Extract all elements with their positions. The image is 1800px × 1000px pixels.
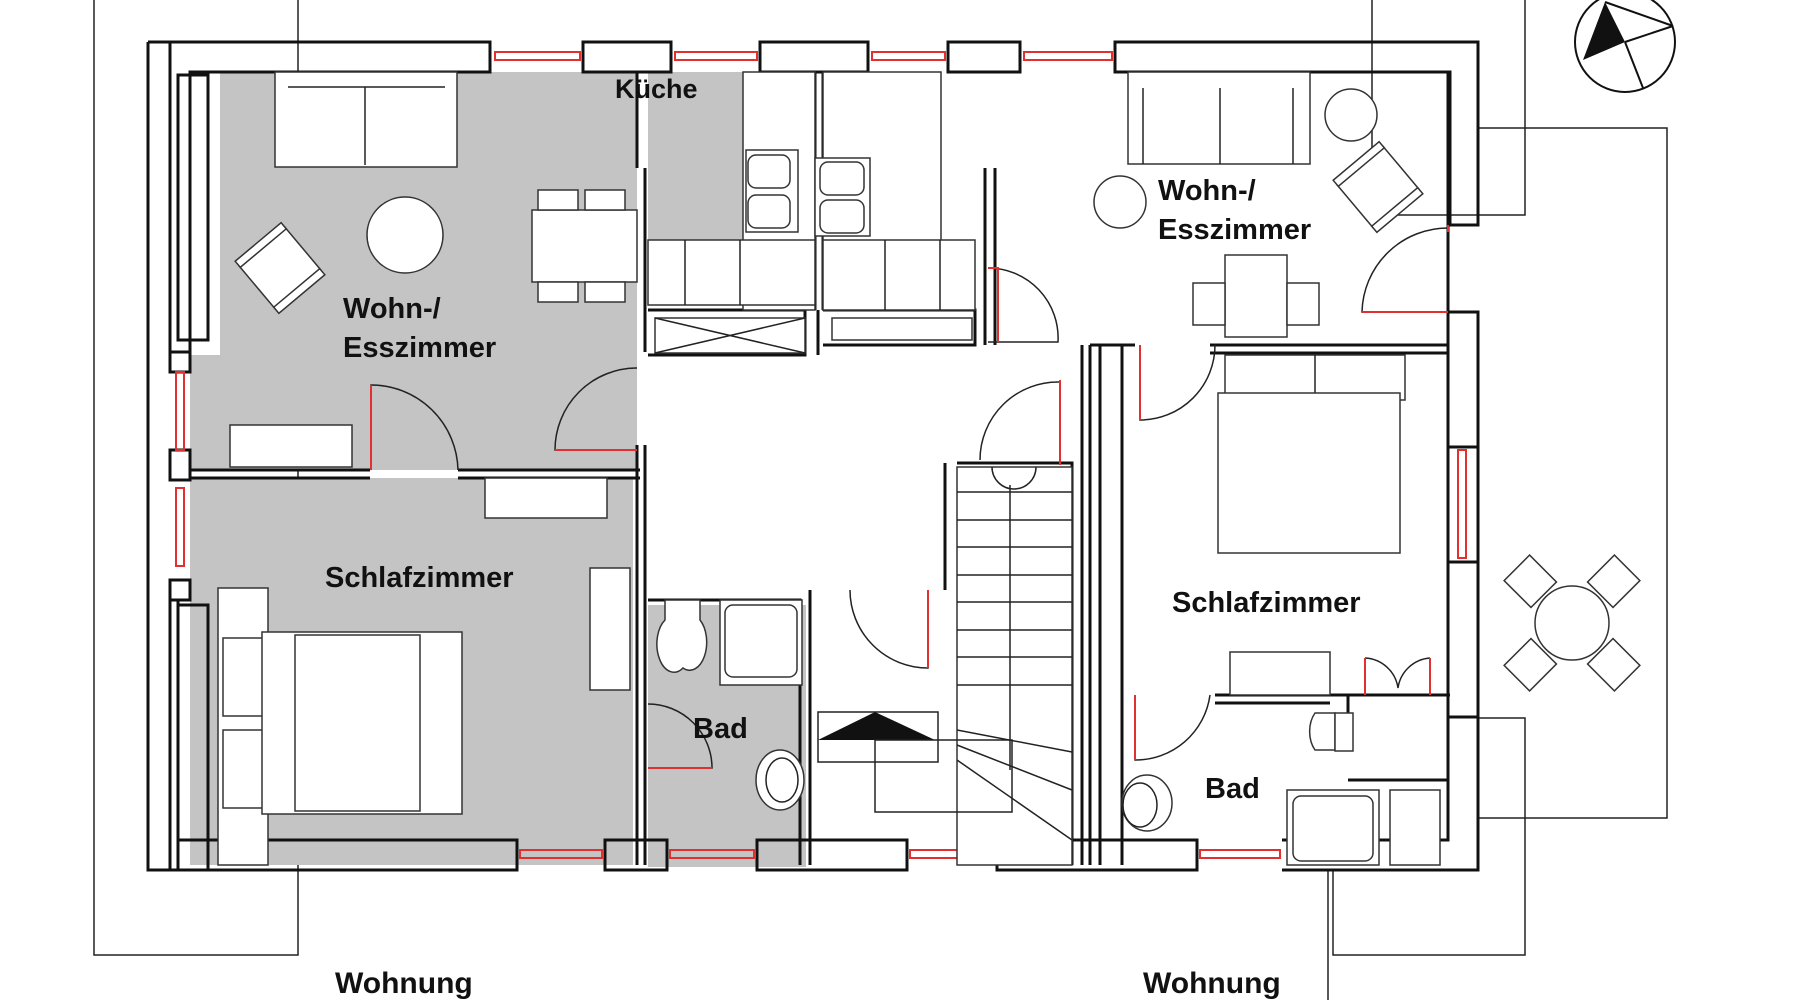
room-label-wohn-left-line2: Esszimmer (343, 332, 496, 364)
apartment-label-right: Wohnung (1143, 967, 1281, 1000)
windows (175, 51, 1467, 859)
bedroom-left-furniture (217, 477, 631, 866)
room-label-schlaf-left: Schlafzimmer (325, 562, 514, 594)
apartment-label-left: Wohnung (335, 967, 473, 1000)
patio-table (1503, 554, 1641, 692)
living-left-furniture (229, 71, 638, 468)
bathroom-right (1121, 712, 1441, 866)
room-label-schlaf-right: Schlafzimmer (1172, 587, 1361, 619)
room-label-wohn-right-line2: Esszimmer (1158, 214, 1311, 246)
room-labels: Küche Wohn-/ Esszimmer Schlafzimmer Bad … (325, 74, 1361, 805)
stair-treads (956, 491, 1073, 841)
bedroom-right-furniture (1217, 354, 1406, 696)
north-arrow-icon (1574, 0, 1676, 93)
room-label-wohn-left-line1: Wohn-/ (343, 293, 441, 325)
room-label-wohn-right-line1: Wohn-/ (1158, 175, 1256, 207)
apartment-labels: Wohnung Wohnung (335, 967, 1281, 1000)
room-label-kueche: Küche (615, 74, 698, 104)
bathroom-left (656, 599, 805, 811)
living-right-furniture (1093, 71, 1424, 338)
doors (370, 225, 1449, 769)
staircase (817, 466, 1073, 866)
kitchen (647, 71, 976, 354)
wardrobes-left (176, 73, 210, 872)
room-label-bad-left: Bad (693, 713, 748, 745)
room-label-bad-right: Bad (1205, 773, 1260, 805)
